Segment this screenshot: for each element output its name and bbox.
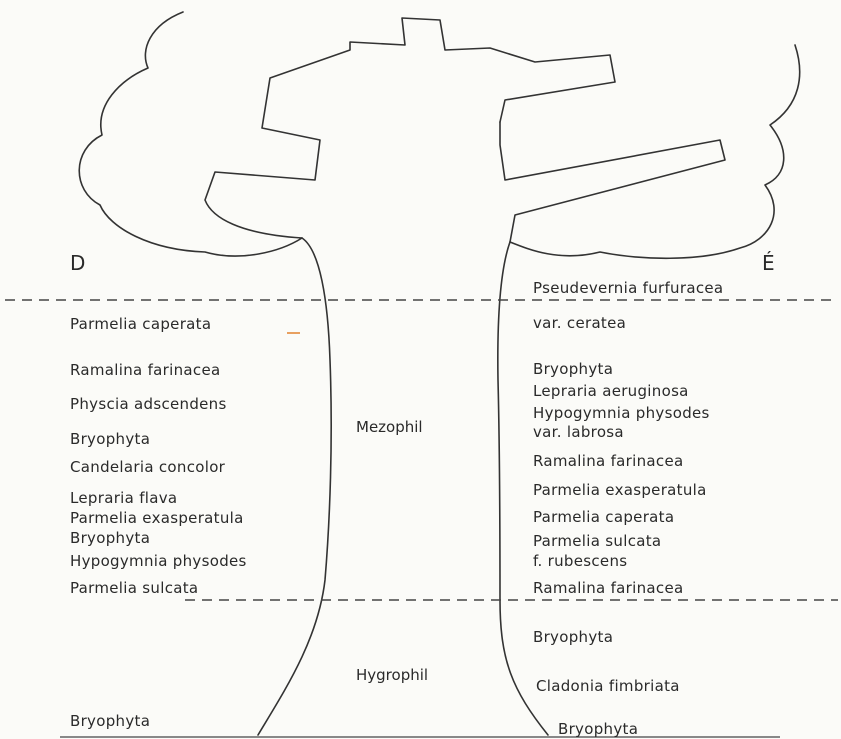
right-species-item: Lepraria aeruginosa [533, 382, 689, 400]
aspect-label-left: D [70, 251, 85, 275]
right-species-item: Parmelia caperata [533, 508, 674, 526]
tree-trunk-left [258, 238, 331, 735]
right-species-item: f. rubescens [533, 552, 627, 570]
left-species-item: Parmelia exasperatula [70, 509, 244, 527]
right-species-item: Bryophyta [558, 720, 638, 738]
left-species-item: Candelaria concolor [70, 458, 226, 476]
right-species-item: Hypogymnia physodes [533, 404, 710, 422]
aspect-label-right: É [762, 251, 775, 275]
zone-label-lower: Hygrophil [356, 666, 428, 684]
right-species-item: Parmelia exasperatula [533, 481, 707, 499]
left-species-item: Hypogymnia physodes [70, 552, 247, 570]
right-species-item: var. labrosa [533, 423, 624, 441]
left-species-item: Bryophyta [70, 529, 150, 547]
right-species-item: Cladonia fimbriata [536, 677, 680, 695]
right-species-item: Parmelia sulcata [533, 532, 661, 550]
right-species-item: Ramalina farinacea [533, 579, 683, 597]
tree-crown-outline [79, 12, 302, 256]
left-species-item: Parmelia caperata [70, 315, 211, 333]
right-species-item: Pseudevernia furfuracea [533, 279, 723, 297]
right-species-item: var. ceratea [533, 314, 626, 332]
left-species-item: Bryophyta [70, 430, 150, 448]
left-species-item: Bryophyta [70, 712, 150, 730]
right-species-item: Bryophyta [533, 628, 613, 646]
tree-trunk-right-branch [500, 122, 725, 242]
left-species-item: Lepraria flava [70, 489, 177, 507]
left-species-item: Physcia adscendens [70, 395, 227, 413]
left-species-item: Ramalina farinacea [70, 361, 220, 379]
right-species-item: Bryophyta [533, 360, 613, 378]
zone-label-upper: Mezophil [356, 418, 423, 436]
left-species-item: Parmelia sulcata [70, 579, 198, 597]
right-species-item: Ramalina farinacea [533, 452, 683, 470]
